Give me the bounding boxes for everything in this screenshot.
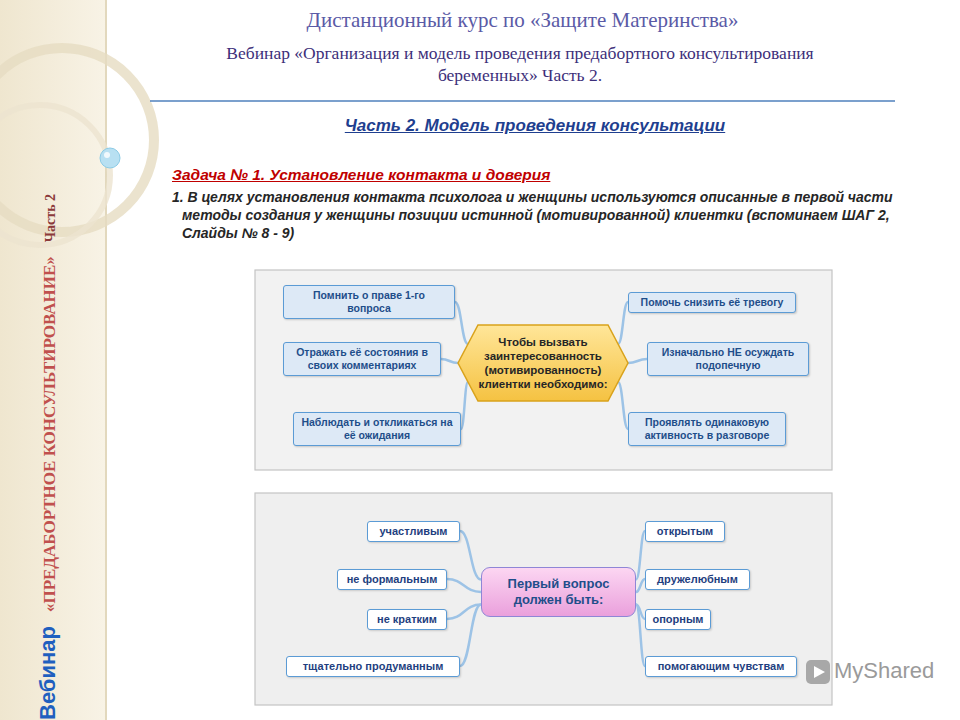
side-caption: Вебинар «ПРЕДАБОРТНОЕ КОНСУЛЬТИРОВАНИЕ» Ча… — [35, 40, 75, 720]
topic-box: не формальным — [337, 569, 447, 590]
side-caption-title: «ПРЕДАБОРТНОЕ КОНСУЛЬТИРОВАНИЕ» — [40, 256, 60, 612]
topic-box: не кратким — [367, 609, 447, 630]
topic-box: помогающим чувствам — [645, 656, 797, 677]
decor-bubble — [100, 148, 120, 168]
topic-box: тщательно продуманным — [286, 656, 460, 677]
watermark-icon — [806, 660, 830, 684]
connector — [628, 359, 647, 363]
connector — [441, 359, 458, 363]
webinar-subtitle: Вебинар «Организация и модель проведения… — [200, 42, 840, 86]
side-caption-word: Вебинар — [35, 626, 61, 720]
node-text: не кратким — [377, 613, 437, 626]
topic-box: Изначально НЕ осуждать подопечную — [647, 342, 809, 376]
node-text: Помнить о праве 1-го вопроса — [291, 289, 447, 315]
hub-hexagon: Чтобы вызвать заинтересованность (мотиви… — [458, 325, 628, 401]
node-text: Первый вопрос должен быть: — [492, 576, 625, 608]
hub-box: Первый вопрос должен быть: — [481, 567, 636, 617]
mindmap-panel — [255, 270, 832, 470]
topic-box: дружелюбным — [645, 569, 750, 590]
topic-box: Помнить о праве 1-го вопроса — [283, 285, 455, 319]
node-text: Помочь снизить её тревогу — [641, 296, 784, 309]
node-text: Отражать её состояния в своих комментари… — [291, 346, 433, 372]
node-text: тщательно продуманным — [303, 660, 444, 673]
connector — [618, 302, 628, 344]
connector — [636, 579, 645, 592]
slide-title: Дистанционный курс по «Защите Материнств… — [150, 8, 895, 33]
section-heading: Часть 2. Модель проведения консультации — [150, 116, 920, 136]
watermark-icon-play — [814, 666, 825, 678]
connector — [636, 605, 645, 667]
node-text: участливым — [379, 525, 447, 538]
connector — [461, 382, 468, 429]
node-text: не формальным — [347, 573, 438, 586]
node-text: Наблюдать и откликаться на её ожидания — [301, 416, 453, 442]
task-heading: Задача № 1. Установление контакта и дове… — [172, 166, 550, 184]
topic-box: Отражать её состояния в своих комментари… — [283, 342, 441, 376]
title-rule — [150, 100, 895, 102]
decor-ring — [0, 105, 110, 245]
hexagon-fill — [458, 325, 628, 401]
node-text: Проявлять одинаковую активность в разгов… — [636, 416, 778, 442]
topic-box: Помочь снизить её тревогу — [628, 292, 796, 313]
node-text: опорным — [653, 613, 704, 626]
topic-box: опорным — [645, 609, 711, 630]
connector — [460, 531, 481, 580]
connector — [618, 382, 628, 429]
strip-edge — [105, 0, 107, 720]
connector — [460, 605, 481, 667]
mindmap-panel — [255, 493, 832, 705]
topic-box: открытым — [645, 521, 725, 542]
node-text: помогающим чувствам — [658, 660, 785, 673]
side-caption-part: Часть 2 — [43, 194, 59, 242]
node-text: дружелюбным — [657, 573, 738, 586]
decor-ring — [0, 48, 154, 232]
connector — [636, 531, 645, 580]
connector — [455, 302, 468, 344]
node-text: открытым — [657, 525, 713, 538]
topic-box: Наблюдать и откликаться на её ожидания — [293, 412, 461, 446]
topic-box: участливым — [367, 521, 460, 542]
topic-box: Проявлять одинаковую активность в разгов… — [628, 412, 786, 446]
decor-bubble-highlight — [104, 152, 110, 158]
connector — [447, 579, 481, 592]
node-text: Чтобы вызвать заинтересованность (мотиви… — [474, 335, 612, 391]
watermark: MyShared — [834, 658, 934, 684]
task-paragraph: 1. В целях установления контакта психоло… — [172, 188, 932, 242]
node-text: Изначально НЕ осуждать подопечную — [655, 346, 801, 372]
